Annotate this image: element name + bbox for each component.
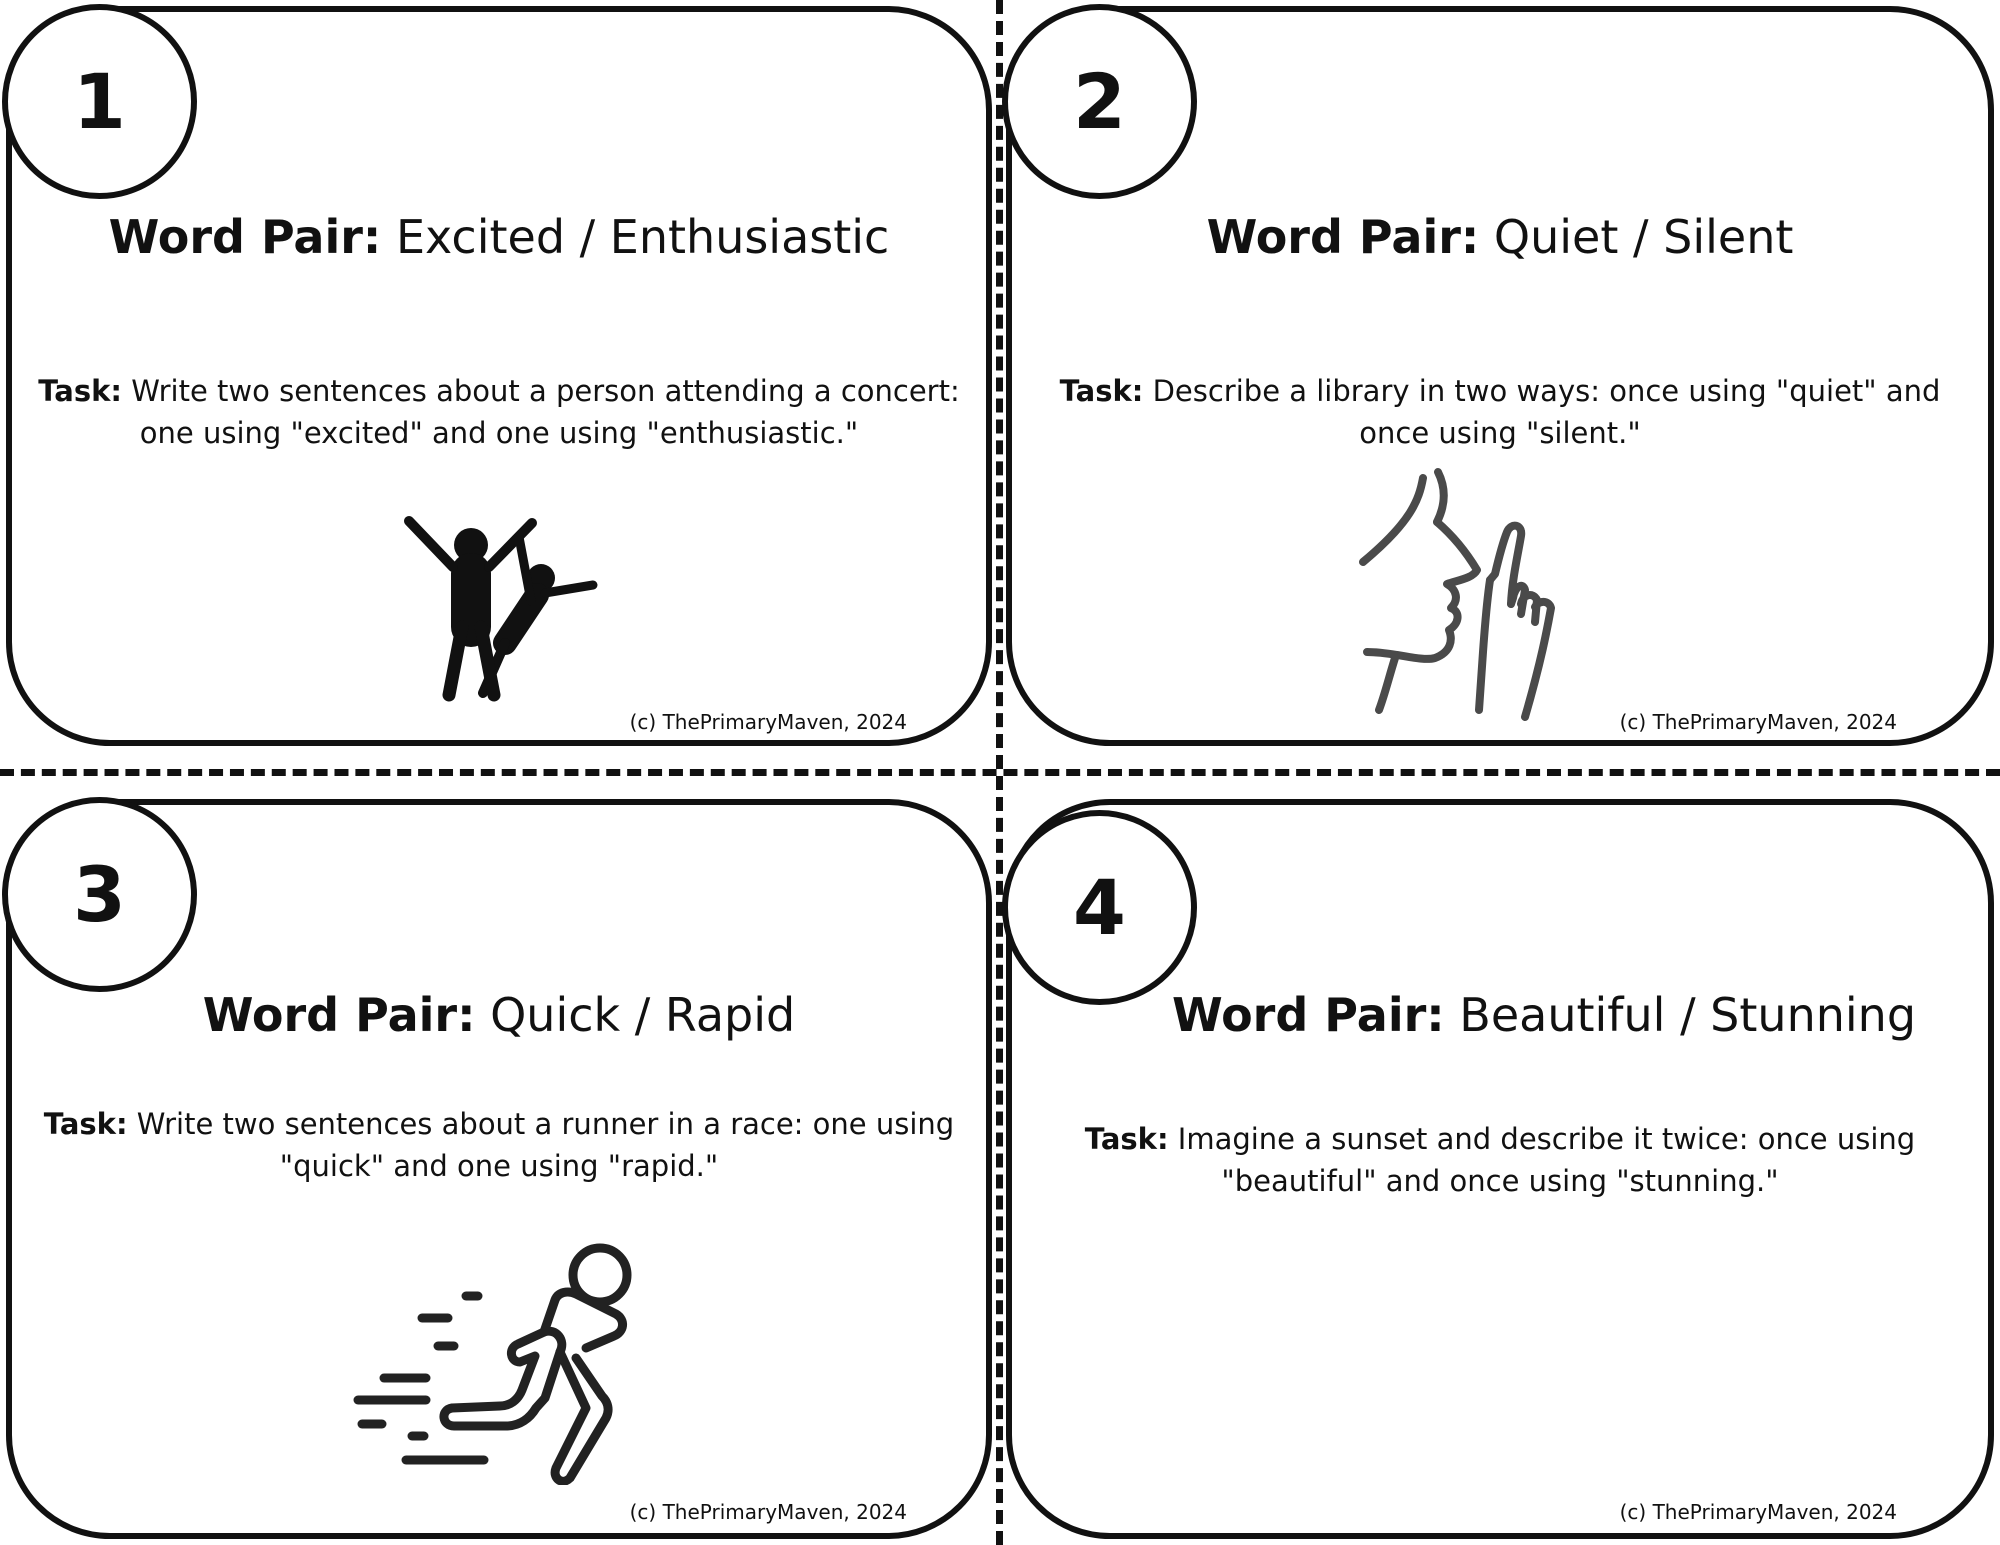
copyright-text: (c) ThePrimaryMaven, 2024 (1619, 1500, 1897, 1524)
task-label: Task: (43, 1107, 128, 1141)
card-number: 2 (1073, 57, 1126, 146)
task-description: Write two sentences about a person atten… (122, 374, 960, 450)
task-text: Task: Write two sentences about a person… (16, 370, 982, 454)
card-number: 3 (73, 850, 126, 939)
word-pair-words: Excited / Enthusiastic (381, 210, 890, 264)
word-pair-label: Word Pair: (1206, 210, 1480, 264)
task-label: Task: (1084, 1122, 1169, 1156)
copyright-text: (c) ThePrimaryMaven, 2024 (1619, 710, 1897, 734)
task-text: Task: Describe a library in two ways: on… (1030, 370, 1970, 454)
running-person-icon (353, 1243, 632, 1485)
task-description: Imagine a sunset and describe it twice: … (1168, 1122, 1916, 1198)
celebrating-people-icon (404, 516, 598, 702)
card-number-badge: 3 (2, 797, 197, 992)
word-pair-words: Quiet / Silent (1479, 210, 1794, 264)
word-pair-label: Word Pair: (1171, 988, 1445, 1042)
word-pair-label: Word Pair: (108, 210, 382, 264)
word-pair-words: Beautiful / Stunning (1444, 988, 1917, 1042)
copyright-text: (c) ThePrimaryMaven, 2024 (629, 1500, 907, 1524)
card-number-badge: 1 (2, 4, 197, 199)
word-pair-words: Quick / Rapid (475, 988, 796, 1042)
task-description: Write two sentences about a runner in a … (127, 1107, 955, 1183)
card-number-badge: 4 (1002, 810, 1197, 1005)
task-text: Task: Write two sentences about a runner… (40, 1103, 958, 1187)
word-pair-heading: Word Pair: Quiet / Silent (1006, 210, 1994, 264)
horizontal-cut-line (0, 769, 2000, 776)
card-number: 4 (1073, 863, 1126, 952)
task-card-3 (6, 799, 992, 1539)
copyright-text: (c) ThePrimaryMaven, 2024 (629, 710, 907, 734)
word-pair-heading: Word Pair: Beautiful / Stunning (1100, 988, 1988, 1042)
card-number-badge: 2 (1002, 4, 1197, 199)
word-pair-heading: Word Pair: Excited / Enthusiastic (6, 210, 992, 264)
card-number: 1 (73, 57, 126, 146)
task-description: Describe a library in two ways: once usi… (1143, 374, 1941, 450)
word-pair-heading: Word Pair: Quick / Rapid (6, 988, 992, 1042)
word-pair-label: Word Pair: (202, 988, 476, 1042)
task-label: Task: (1059, 374, 1144, 408)
task-text: Task: Imagine a sunset and describe it t… (1040, 1118, 1960, 1202)
task-card-2 (1006, 6, 1994, 746)
shush-face-icon (1359, 468, 1555, 721)
task-label: Task: (38, 374, 123, 408)
